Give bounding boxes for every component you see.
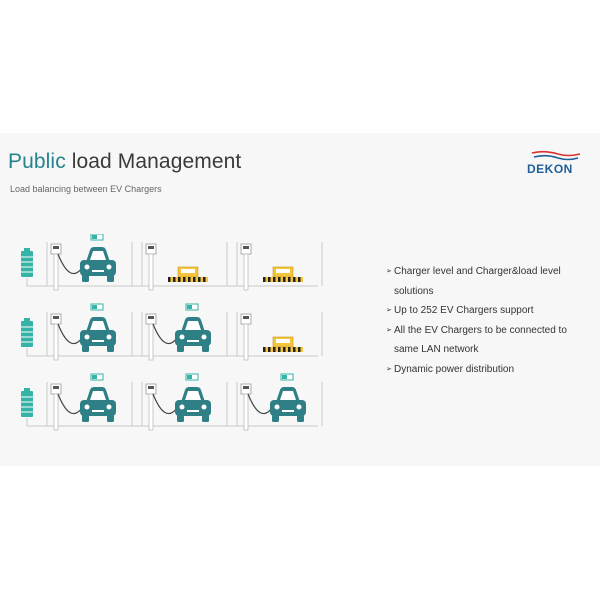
load-balancing-diagram [21,234,323,431]
dekon-logo: DEKON [527,150,581,176]
ev-car-icon [175,303,211,352]
charger-icon [145,243,157,291]
battery-icon [21,248,33,277]
charging-cable [247,393,273,415]
charger-icon [240,313,252,361]
feature-list: Charger level and Charger&load level sol… [386,262,586,379]
parking-barrier-icon [263,266,303,282]
charger-icon [50,383,62,431]
charging-cable [57,253,83,275]
feature-item: Charger level and Charger&load level sol… [386,262,586,301]
charging-cable [152,323,178,345]
charger-icon [145,313,157,361]
power-line [26,348,318,357]
charging-cable [152,393,178,415]
diagram-row [21,234,323,291]
power-line [26,278,318,287]
diagram-row [21,373,323,431]
parking-barrier-icon [263,336,303,352]
feature-item: All the EV Chargers to be connected to s… [386,321,586,360]
page-title: Public load Management [8,150,241,174]
svg-text:DEKON: DEKON [527,162,573,176]
ev-car-icon [270,373,306,422]
charger-icon [50,313,62,361]
page-subtitle: Load balancing between EV Chargers [10,184,162,194]
charger-icon [240,383,252,431]
diagram-row [21,303,323,361]
ev-car-icon [175,373,211,422]
ev-car-icon [80,303,116,352]
title-accent: Public [8,150,66,173]
charger-icon [240,243,252,291]
charging-cable [57,393,83,415]
power-line [26,418,318,427]
battery-icon [21,318,33,347]
charger-icon [50,243,62,291]
charging-cable [57,323,83,345]
feature-item: Dynamic power distribution [386,360,586,380]
charger-icon [145,383,157,431]
parking-barrier-icon [168,266,208,282]
battery-icon [21,388,33,417]
ev-car-icon [80,373,116,422]
ev-car-icon [80,234,116,282]
title-rest: load Management [65,150,242,173]
feature-item: Up to 252 EV Chargers support [386,301,586,321]
